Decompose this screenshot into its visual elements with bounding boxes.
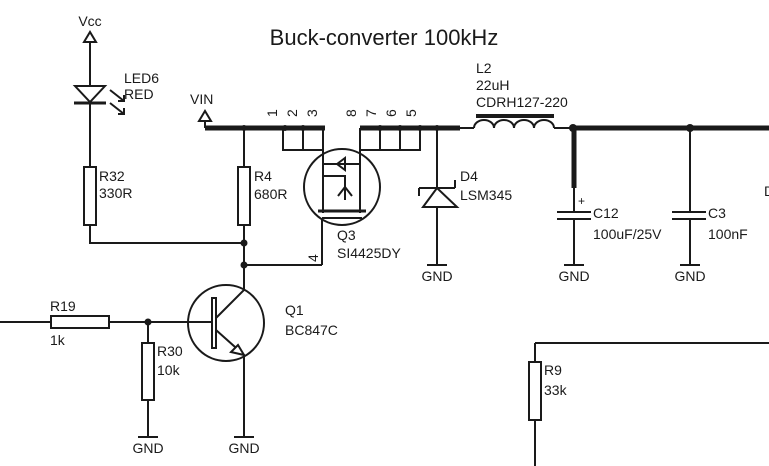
- light-arrows-icon: [109, 89, 125, 115]
- q1-value: BC847C: [285, 322, 338, 338]
- d4-value: LSM345: [460, 187, 512, 203]
- r9-branch: R9 33k: [528, 342, 769, 466]
- gnd-label: GND: [228, 440, 259, 456]
- l2-value: 22uH: [476, 77, 509, 93]
- r19-ref: R19: [50, 298, 76, 314]
- r4-resistor: [237, 166, 251, 226]
- emitter-arrow-icon: [229, 343, 247, 357]
- r30-ref: R30: [157, 343, 183, 359]
- c12-ref: C12: [593, 205, 619, 221]
- pin-8: 8: [343, 109, 359, 117]
- gnd-label: GND: [132, 440, 163, 456]
- q3-mosfet: 1 2 3 8 7 6 5 4 Q3 SI4425DY: [264, 109, 460, 265]
- q1-ref: Q1: [285, 302, 304, 318]
- r19-value: 1k: [50, 332, 66, 348]
- vin-arrow-icon: [197, 109, 213, 122]
- vcc-led-branch: Vcc LED6 RED R32 330R: [72, 13, 244, 244]
- pin-7: 7: [363, 109, 379, 117]
- d4-schottky: D4 LSM345 GND: [418, 125, 512, 284]
- vin-label: VIN: [190, 91, 213, 107]
- r30-resistor: [141, 342, 155, 401]
- pin-3: 3: [304, 109, 320, 117]
- l2-ref: L2: [476, 60, 492, 76]
- c12-polarity: +: [578, 194, 585, 208]
- r32-ref: R32: [99, 168, 125, 184]
- l2-inductor: L2 22uH CDRH127-220: [460, 60, 573, 129]
- r4-value: 680R: [254, 186, 287, 202]
- c3-ref: C3: [708, 205, 726, 221]
- led6-ref: LED6: [124, 70, 159, 86]
- pin-1: 1: [264, 109, 280, 117]
- r9-value: 33k: [544, 382, 568, 398]
- pin-4: 4: [305, 254, 321, 262]
- pin-6: 6: [383, 109, 399, 117]
- c3-value: 100nF: [708, 226, 748, 242]
- body-diode-icon: [323, 156, 360, 200]
- r9-resistor: [528, 361, 542, 421]
- vcc-label: Vcc: [78, 13, 101, 29]
- output-filter: + C12 100uF/25V GND C3 100nF GND D: [557, 124, 769, 284]
- zener-bar-icon: [418, 180, 456, 196]
- r4-ref: R4: [254, 168, 272, 184]
- gnd-label: GND: [421, 268, 452, 284]
- q3-value: SI4425DY: [337, 245, 401, 261]
- gnd-label: GND: [558, 268, 589, 284]
- title: Buck-converter 100kHz: [270, 25, 499, 50]
- pin-2: 2: [284, 109, 300, 117]
- r30-value: 10k: [157, 362, 181, 378]
- r19-resistor: [50, 315, 110, 329]
- pin-5: 5: [403, 109, 419, 117]
- led-icon: [72, 85, 108, 104]
- q1-driver: R19 1k R30 10k GND Q1 BC847C GND: [0, 265, 338, 456]
- d4-ref: D4: [460, 168, 478, 184]
- c12-value: 100uF/25V: [593, 226, 662, 242]
- vcc-arrow-icon: [82, 30, 98, 43]
- l2-part: CDRH127-220: [476, 94, 568, 110]
- gnd-label: GND: [674, 268, 705, 284]
- r32-value: 330R: [99, 185, 132, 201]
- r9-ref: R9: [544, 362, 562, 378]
- r32-resistor: [83, 166, 97, 226]
- q3-ref: Q3: [337, 227, 356, 243]
- offscreen-ref: D: [764, 183, 769, 199]
- led6-value: RED: [124, 86, 154, 102]
